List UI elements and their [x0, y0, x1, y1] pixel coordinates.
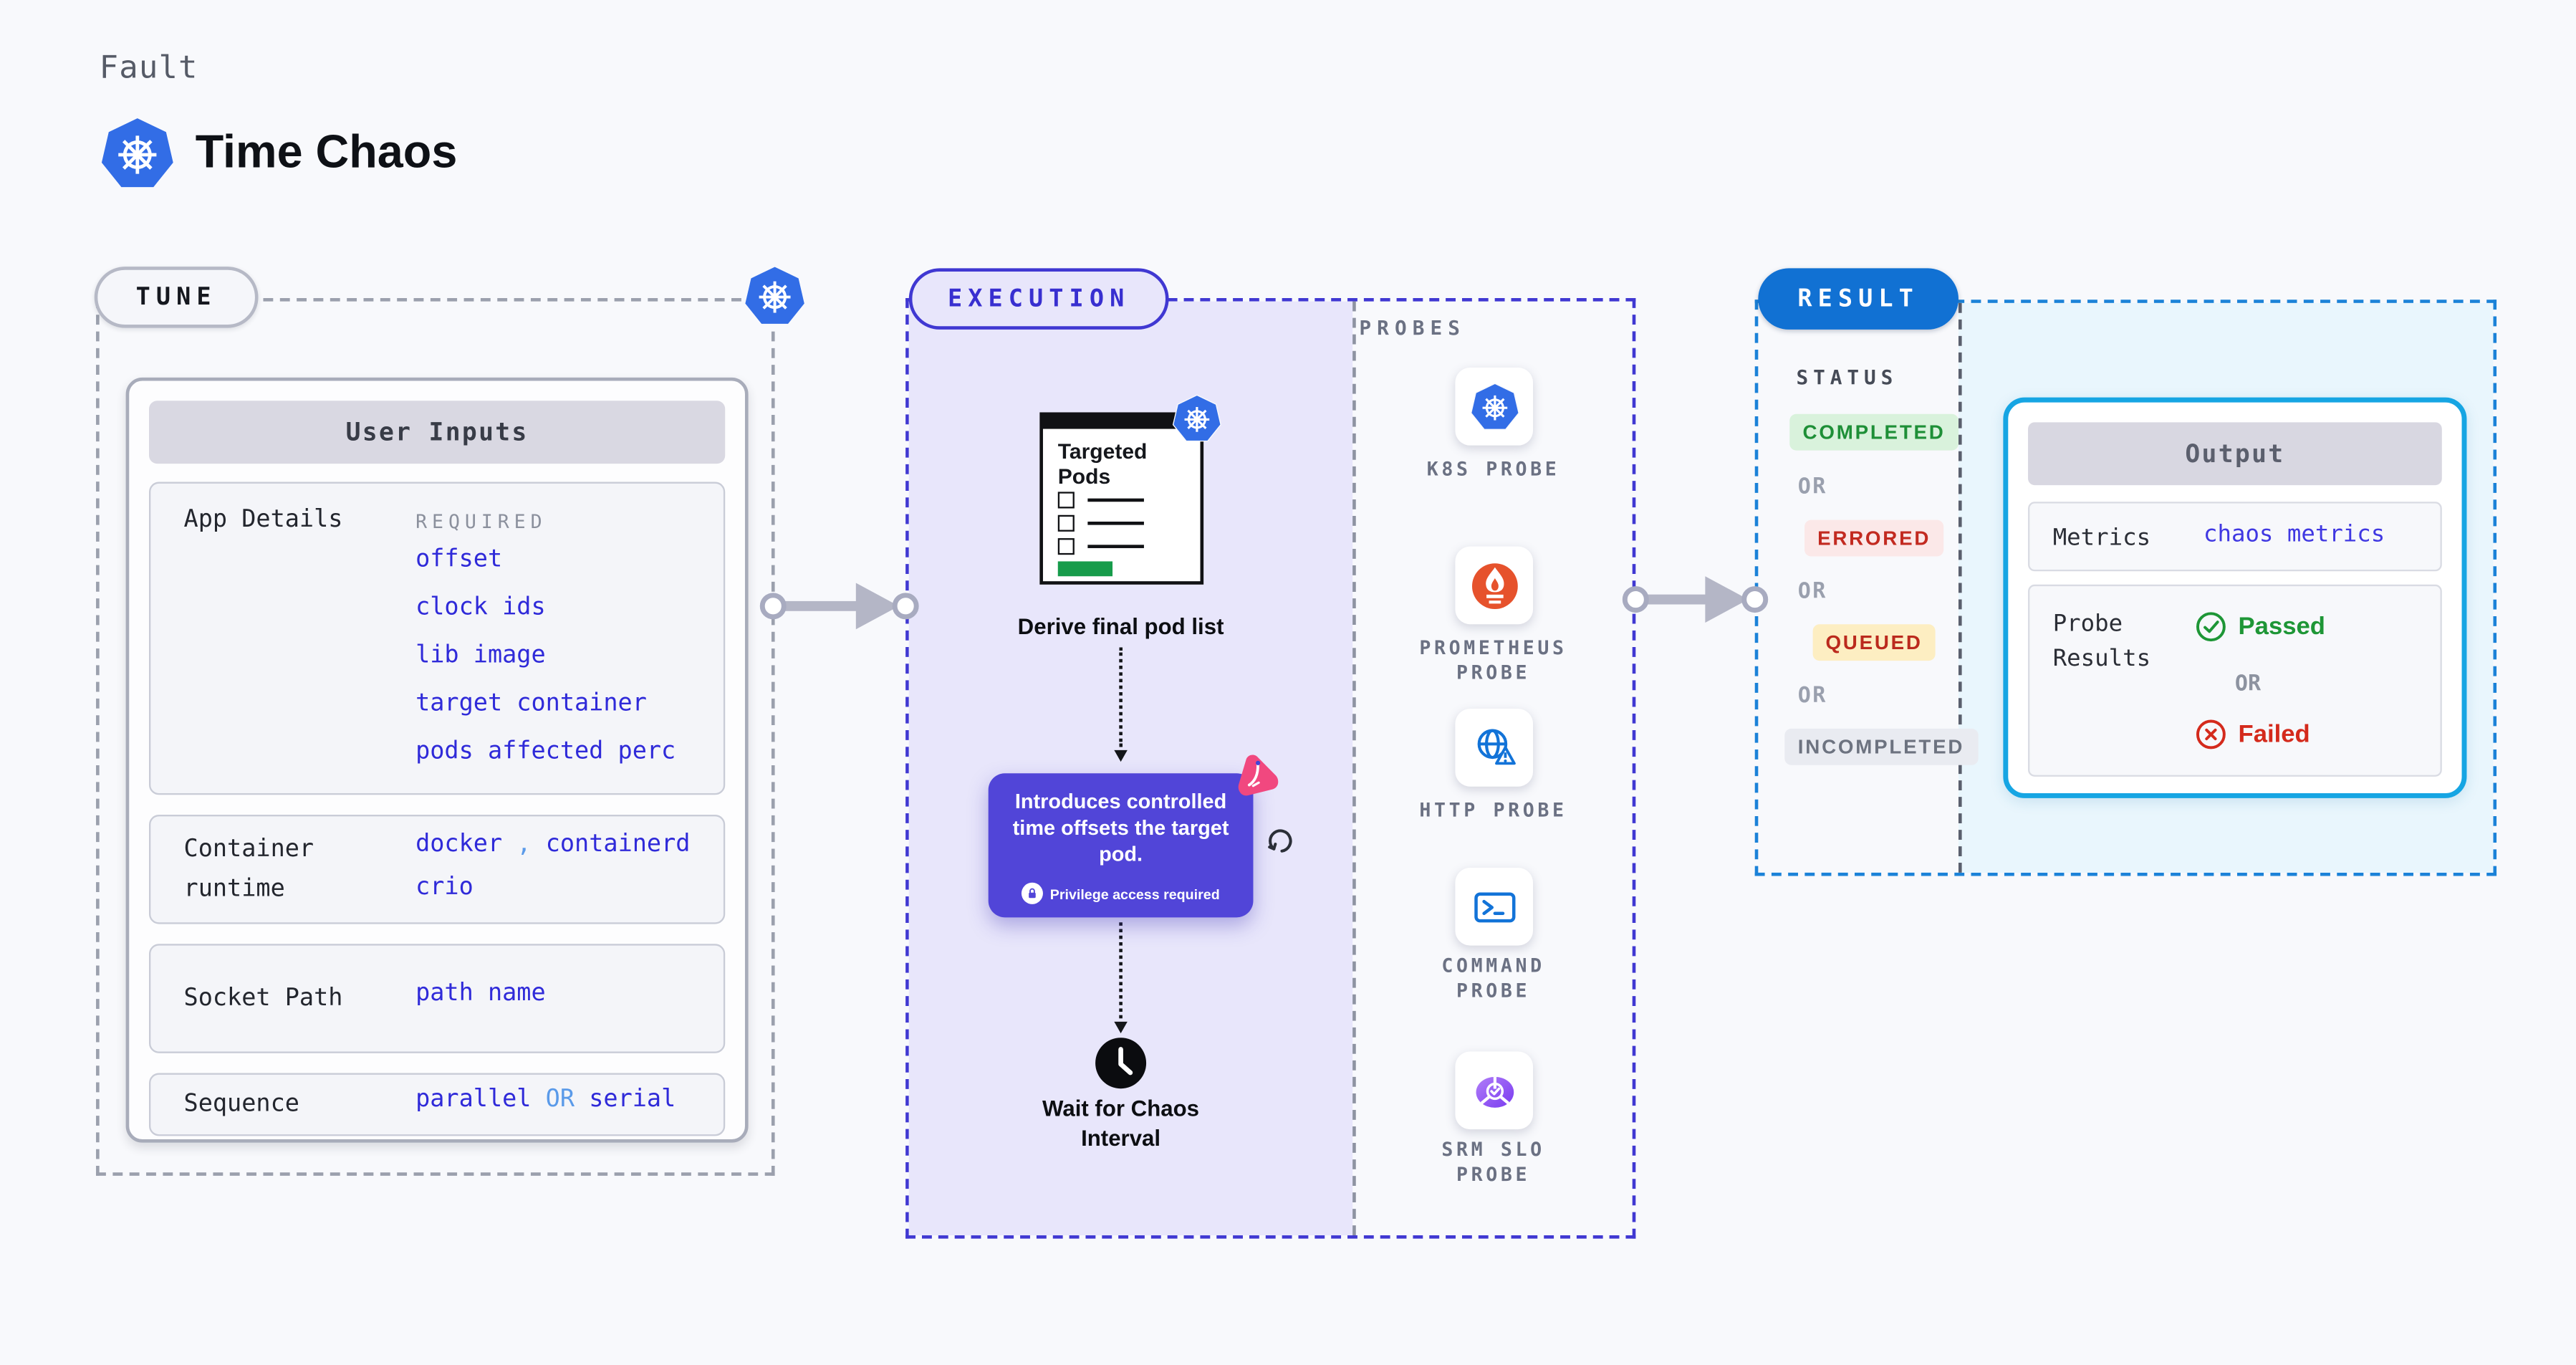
sequence-row: Sequence parallel OR serial [148, 1073, 726, 1136]
flow-dotted-line [1119, 647, 1123, 747]
required-tag: REQUIRED [415, 509, 547, 534]
status-column-label: STATUS [1796, 365, 1898, 390]
privilege-row: Privilege access required [989, 882, 1254, 904]
http-probe-icon [1469, 723, 1519, 772]
connector-ring [1622, 586, 1649, 613]
flow-dotted-arrowhead [1113, 1021, 1127, 1034]
result-divider [1958, 302, 1962, 873]
k8s-probe-card[interactable] [1455, 368, 1534, 446]
runtime-values[interactable]: docker , containerd [415, 831, 691, 858]
http-probe-label: HTTP PROBE [1419, 798, 1567, 822]
command-probe-card[interactable] [1455, 867, 1534, 946]
prometheus-probe-card[interactable] [1455, 546, 1534, 625]
srm-slo-probe-card[interactable] [1455, 1051, 1534, 1130]
derive-pod-list-label: Derive final pod list [1017, 614, 1224, 640]
wait-chaos-interval-label: Wait for Chaos Interval [1042, 1096, 1200, 1151]
http-probe-card[interactable] [1455, 709, 1534, 787]
targeted-pods-title: Targeted Pods [1057, 439, 1148, 488]
probes-column-label: PROBES [1359, 316, 1466, 340]
input-link-target-container[interactable]: target container [415, 690, 647, 717]
pod-line [1087, 521, 1144, 525]
kubernetes-icon [100, 116, 176, 192]
result-section-pill[interactable]: RESULT [1758, 268, 1959, 330]
tooltip-text: Introduces controlled time offsets the t… [1012, 790, 1229, 866]
user-inputs-title: User Inputs [148, 401, 726, 464]
sequence-value[interactable]: parallel OR serial [415, 1086, 676, 1113]
flow-arrow-head [1705, 576, 1749, 623]
probe-result-or: OR [2234, 672, 2262, 697]
kubernetes-icon [1172, 394, 1221, 444]
socket-path-label: Socket Path [183, 985, 343, 1012]
status-or: OR [1797, 684, 1827, 709]
prometheus-probe-icon [1469, 560, 1519, 610]
pod-line [1087, 545, 1144, 548]
status-badge-errored: ERRORED [1784, 519, 1964, 557]
execution-section-pill[interactable]: EXECUTION [908, 268, 1169, 330]
input-link-lib-image[interactable]: lib image [415, 642, 546, 669]
chaos-interval-clock-icon [1095, 1037, 1148, 1090]
targeted-pods-card: Targeted Pods [1039, 412, 1203, 585]
tune-section-box [96, 297, 775, 1176]
flow-dotted-arrowhead [1113, 749, 1127, 762]
privilege-label: Privilege access required [1049, 885, 1220, 902]
input-link-offset[interactable]: offset [415, 546, 503, 573]
fault-kicker: Fault [99, 49, 198, 87]
status-badge-completed: COMPLETED [1784, 413, 1964, 451]
flow-arrow-head [855, 583, 899, 630]
flow-dotted-line [1119, 922, 1123, 1019]
status-badge-incompleted: INCOMPLETED [1784, 728, 1978, 765]
srm-slo-probe-icon [1469, 1065, 1519, 1115]
pod-card-titlebar [1041, 413, 1202, 429]
metrics-value-link[interactable]: chaos metrics [2203, 521, 2385, 548]
lock-icon [1022, 882, 1044, 904]
connector-ring [1741, 586, 1769, 613]
flow-arrow [1635, 594, 1712, 605]
input-link-pods-affected-perc[interactable]: pods affected perc [415, 738, 676, 765]
status-or: OR [1797, 579, 1827, 605]
kubernetes-icon [744, 265, 807, 328]
socket-path-value[interactable]: path name [415, 980, 546, 1007]
runtime-value-crio[interactable]: crio [415, 874, 474, 901]
container-runtime-label: Container runtime [183, 836, 314, 903]
container-runtime-row: Container runtime docker , containerd cr… [148, 815, 726, 924]
kubernetes-probe-icon [1469, 382, 1519, 431]
srm-slo-probe-label: SRM SLO PROBE [1441, 1137, 1545, 1186]
page-title: Time Chaos [195, 125, 458, 178]
probe-result-passed: Passed [2195, 611, 2325, 643]
x-circle-icon [2195, 719, 2226, 750]
pod-checkbox [1057, 514, 1075, 532]
status-badge-queued: QUEUED [1784, 624, 1964, 661]
pod-progress-bar [1057, 561, 1113, 577]
command-probe-icon [1469, 882, 1519, 931]
user-inputs-card: User Inputs App Details REQUIRED offset … [125, 377, 749, 1143]
socket-path-row: Socket Path path name [148, 944, 726, 1053]
prometheus-probe-label: PROMETHEUS PROBE [1419, 636, 1567, 684]
check-circle-icon [2195, 611, 2226, 643]
chaos-tooltip: Introduces controlled time offsets the t… [988, 773, 1254, 918]
metrics-row: Metrics chaos metrics [2028, 502, 2442, 572]
input-link-clock-ids[interactable]: clock ids [415, 594, 546, 621]
output-card: Output Metrics chaos metrics Probe Resul… [2003, 397, 2467, 798]
pod-line [1087, 498, 1144, 502]
tune-section-pill[interactable]: TUNE [94, 267, 259, 328]
probe-results-label: Probe Results [2052, 610, 2151, 673]
metrics-label: Metrics [2052, 525, 2151, 552]
app-details-row: App Details REQUIRED offset clock ids li… [148, 482, 726, 795]
pod-checkbox [1057, 538, 1075, 555]
sequence-label: Sequence [183, 1091, 299, 1118]
command-probe-label: COMMAND PROBE [1441, 954, 1545, 1002]
probe-result-failed: Failed [2195, 719, 2310, 750]
flow-arrow [773, 600, 860, 611]
status-or: OR [1797, 475, 1827, 500]
k8s-probe-label: K8S PROBE [1426, 456, 1560, 481]
loop-refresh-icon [1261, 823, 1298, 860]
probe-results-row: Probe Results Passed OR Failed [2028, 584, 2442, 777]
connector-ring [892, 593, 919, 620]
pod-checkbox [1057, 492, 1075, 509]
connector-ring [759, 593, 787, 620]
probes-divider [1352, 301, 1356, 1236]
output-title: Output [2028, 422, 2442, 486]
app-details-label: App Details [183, 507, 343, 534]
